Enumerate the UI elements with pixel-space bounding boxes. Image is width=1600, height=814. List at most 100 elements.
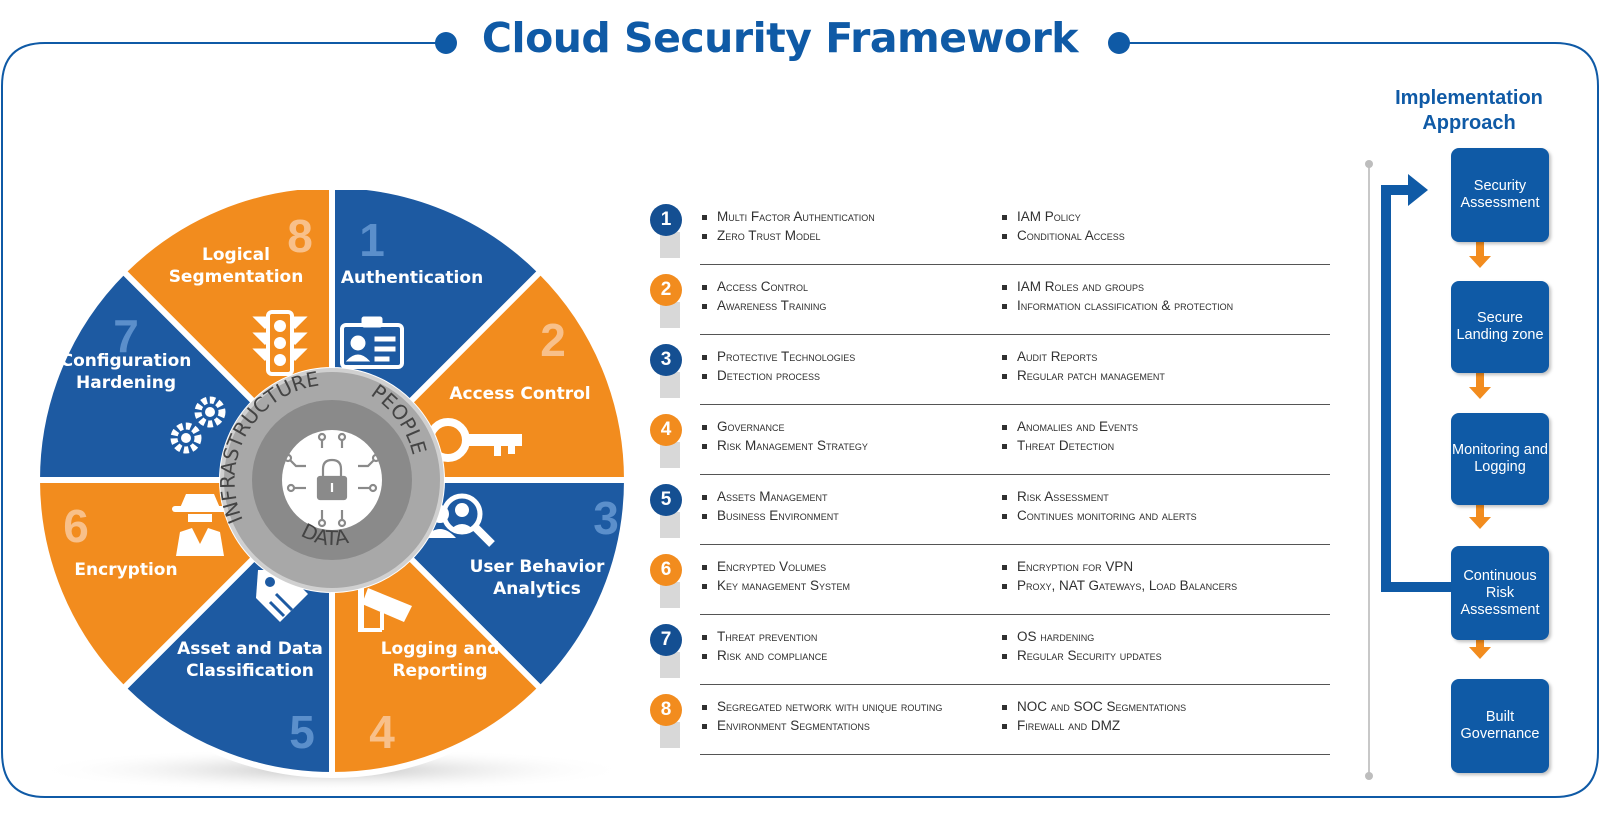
wheel-segment-label: Segmentation	[169, 267, 304, 287]
control-item: Awareness Training	[700, 297, 970, 316]
wheel-segment-label: Authentication	[341, 268, 483, 288]
control-item: Access Control	[700, 278, 970, 297]
control-item: Risk Assessment	[1000, 488, 1330, 507]
row-divider	[700, 334, 1330, 335]
row-number-badge: 2	[650, 274, 682, 306]
wheel-segment-label: Reporting	[392, 661, 487, 681]
control-item: Protective Technologies	[700, 348, 970, 367]
wheel-segment-number: 6	[63, 500, 89, 552]
row-number-badge: 6	[650, 554, 682, 586]
control-item: Environment Segmentations	[700, 717, 970, 736]
row-number-badge: 3	[650, 344, 682, 376]
control-item: Encryption for VPN	[1000, 558, 1330, 577]
control-row-8: 8 Segregated network with unique routing…	[650, 688, 1330, 758]
row-stub	[660, 302, 680, 328]
control-item: Segregated network with unique routing	[700, 698, 970, 717]
control-item: Information classification & protection	[1000, 297, 1330, 316]
control-item: Regular patch management	[1000, 367, 1330, 386]
control-item: Risk Management Strategy	[700, 437, 970, 456]
row-stub	[660, 582, 680, 608]
wheel-segment-label: Hardening	[76, 373, 176, 393]
wheel-segment-number: 1	[359, 214, 385, 266]
row-number-badge: 1	[650, 204, 682, 236]
wheel-segment-label: Analytics	[493, 579, 581, 599]
control-item: Threat Detection	[1000, 437, 1330, 456]
step-secure-landing-zone: Secure Landing zone	[1451, 281, 1549, 373]
lock-circuit-icon	[283, 432, 381, 528]
control-item: Assets Management	[700, 488, 970, 507]
wheel-segment-label: Classification	[186, 661, 314, 681]
control-item: Conditional Access	[1000, 227, 1330, 246]
security-camera-icon	[358, 576, 412, 632]
wheel-segment-label: Logical	[202, 245, 270, 265]
user-search-icon	[424, 493, 495, 547]
control-item: Proxy, NAT Gateways, Load Balancers	[1000, 577, 1330, 596]
row-stub	[660, 372, 680, 398]
wheel-segment-number: 7	[113, 310, 139, 362]
control-item: Detection process	[700, 367, 970, 386]
control-item: Continues monitoring and alerts	[1000, 507, 1330, 526]
row-divider	[700, 614, 1330, 615]
control-item: Governance	[700, 418, 970, 437]
row-divider	[700, 544, 1330, 545]
implementation-flow-arrows	[1381, 174, 1491, 659]
control-item: IAM Policy	[1000, 208, 1330, 227]
wheel-segment-label: User Behavior	[470, 557, 605, 577]
control-item: Business Environment	[700, 507, 970, 526]
control-item: Key management System	[700, 577, 970, 596]
control-item: Regular Security updates	[1000, 647, 1330, 666]
wheel-segment-number: 4	[369, 706, 395, 758]
id-card-icon	[340, 316, 404, 369]
row-stub	[660, 512, 680, 538]
control-item: OS hardening	[1000, 628, 1330, 647]
step-continuous-risk-assessment: Continuous Risk Assessment	[1451, 546, 1549, 640]
row-stub	[660, 232, 680, 258]
row-stub	[660, 442, 680, 468]
row-number-badge: 4	[650, 414, 682, 446]
row-divider	[700, 404, 1330, 405]
control-item: NOC and SOC Segmentations	[1000, 698, 1330, 717]
control-item: Risk and compliance	[700, 647, 970, 666]
row-divider	[700, 264, 1330, 265]
row-divider	[700, 684, 1330, 685]
row-divider	[700, 474, 1330, 475]
traffic-light-icon	[252, 310, 308, 376]
wheel-segment-label: Asset and Data	[177, 639, 323, 659]
control-item: Zero Trust Model	[700, 227, 970, 246]
implementation-title: Implementation Approach	[1395, 87, 1543, 134]
wheel-segment-number: 2	[540, 314, 566, 366]
step-monitoring-and-logging: Monitoring and Logging	[1451, 413, 1549, 505]
wheel-segment-label: Configuration	[61, 351, 192, 371]
control-item: Audit Reports	[1000, 348, 1330, 367]
control-item: Anomalies and Events	[1000, 418, 1330, 437]
wheel-segment-number: 3	[593, 492, 619, 544]
wheel-segment-number: 8	[287, 210, 313, 262]
step-built-governance: Built Governance	[1451, 679, 1549, 773]
row-stub	[660, 652, 680, 678]
wheel-segment-label: Logging and	[381, 639, 500, 659]
wheel-segment-number: 5	[289, 706, 315, 758]
control-item: Encrypted Volumes	[700, 558, 970, 577]
row-number-badge: 7	[650, 624, 682, 656]
page-title: Cloud Security Framework	[481, 14, 1079, 62]
